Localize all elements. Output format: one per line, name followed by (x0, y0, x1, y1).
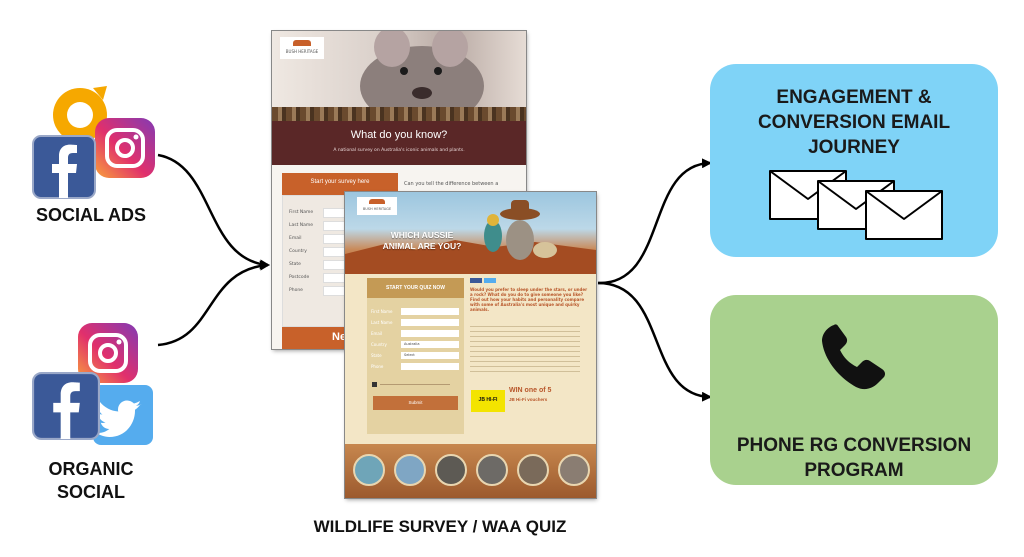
animal-portrait[interactable] (353, 454, 385, 486)
quiz-country-value: Australia (404, 342, 420, 346)
quiz-field-input[interactable] (401, 308, 459, 315)
quiz-field-input[interactable] (401, 319, 459, 326)
quiz-consent-checkbox[interactable] (372, 382, 377, 387)
survey-subheading: A national survey on Australia's iconic … (333, 148, 465, 153)
survey-banner: What do you know? A national survey on A… (272, 121, 526, 165)
quiz-logo: BUSH HERITAGE (357, 197, 397, 215)
quiz-field-row: Email (371, 330, 461, 339)
quiz-field-label: State (371, 353, 382, 358)
survey-logo: BUSH HERITAGE (280, 37, 324, 59)
quiz-field-label: First Name (371, 309, 393, 314)
survey-side-text: Can you tell the difference between a (404, 181, 499, 187)
phone-icon (822, 324, 886, 390)
center-caption: WILDLIFE SURVEY / WAA QUIZ (313, 517, 567, 536)
quiz-submit-button[interactable]: Submit (373, 396, 458, 410)
quiz-field-row: First Name (371, 308, 461, 317)
organic-social-label: ORGANIC SOCIAL (16, 458, 166, 504)
arrow-quiz-to-email (597, 158, 712, 285)
quiz-animal-strip (345, 444, 596, 498)
quiz-field-row: State Select (371, 352, 461, 361)
animal-portrait[interactable] (476, 454, 508, 486)
quiz-cta-bar: START YOUR QUIZ NOW (367, 278, 464, 298)
email-journey-box: ENGAGEMENT & CONVERSION EMAIL JOURNEY (710, 64, 998, 257)
facebook-icon (32, 135, 96, 199)
quiz-prize-title: WIN one of 5 (509, 387, 552, 394)
survey-hero: BUSH HERITAGE (272, 31, 526, 107)
quiz-submit-label: Submit (408, 400, 423, 405)
survey-logo-text: BUSH HERITAGE (285, 49, 319, 54)
quiz-field-input[interactable]: Australia (401, 341, 459, 348)
twitter-icon (93, 385, 153, 445)
phone-program-box: PHONE RG CONVERSION PROGRAM (710, 295, 998, 485)
email-title-line2: CONVERSION EMAIL (757, 112, 951, 133)
organic-social-icons (32, 322, 162, 447)
quiz-field-row: Phone (371, 363, 461, 372)
survey-field-label: Last Name (289, 223, 314, 228)
quiz-field-row: Country Australia (371, 341, 461, 350)
organic-social-label-line2: SOCIAL (56, 482, 125, 502)
quiz-prize-logo-text: JB HI-FI (478, 397, 498, 403)
refresh-logo-icon (53, 86, 107, 142)
email-journey-title: ENGAGEMENT & CONVERSION EMAIL JOURNEY (710, 85, 998, 160)
quiz-prize-sub: JB Hi-Fi vouchers (509, 397, 548, 402)
survey-strip (272, 107, 526, 121)
phone-title-line1: PHONE RG CONVERSION (736, 435, 972, 456)
envelope-icon (769, 170, 943, 240)
quiz-share-buttons (470, 278, 510, 284)
phone-program-title: PHONE RG CONVERSION PROGRAM (710, 433, 998, 483)
quiz-cta-text: START YOUR QUIZ NOW (386, 285, 445, 291)
animal-portrait[interactable] (435, 454, 467, 486)
survey-cta-box: Start your survey here (282, 173, 398, 195)
survey-field-label: Phone (289, 288, 303, 293)
instagram-icon (95, 118, 155, 178)
email-title-line1: ENGAGEMENT & (776, 87, 932, 108)
quiz-field-input[interactable] (401, 330, 459, 337)
quiz-heading-line1: WHICH AUSSIE (390, 230, 454, 240)
survey-field-label: Country (289, 249, 307, 254)
phone-title-line2: PROGRAM (804, 460, 904, 481)
quiz-field-input[interactable] (401, 363, 459, 370)
quiz-state-value: Select (404, 353, 415, 357)
facebook-icon (32, 372, 100, 440)
instagram-icon (78, 323, 138, 383)
animal-portrait[interactable] (558, 454, 590, 486)
quiz-logo-text: BUSH HERITAGE (362, 207, 392, 211)
arrow-organic-to-survey (157, 260, 270, 347)
quiz-field-label: Phone (371, 364, 384, 369)
social-ads-label: SOCIAL ADS (35, 205, 146, 225)
survey-heading: What do you know? (350, 129, 448, 141)
quiz-body-lines (470, 326, 580, 376)
quiz-heading: WHICH AUSSIE ANIMAL ARE YOU? (367, 230, 477, 252)
arrow-social-ads-to-survey (157, 153, 270, 270)
organic-social-label-line1: ORGANIC (48, 459, 134, 479)
email-title-line3: JOURNEY (808, 137, 900, 158)
survey-field-label: Email (289, 236, 302, 241)
quiz-field-label: Country (371, 342, 387, 347)
arrow-quiz-to-phone (597, 281, 712, 402)
survey-field-label: Postcode (289, 275, 310, 280)
survey-field-label: First Name (289, 210, 314, 215)
quiz-hero: BUSH HERITAGE WHICH AUSSIE ANIMAL ARE YO… (345, 192, 596, 274)
quiz-heading-line2: ANIMAL ARE YOU? (382, 241, 462, 251)
quiz-intro: Would you prefer to sleep under the star… (470, 287, 588, 312)
quiz-field-row: Last Name (371, 319, 461, 328)
quiz-field-label: Email (371, 331, 383, 336)
survey-field-label: State (289, 262, 301, 267)
quiz-field-label: Last Name (371, 320, 393, 325)
animal-portrait[interactable] (517, 454, 549, 486)
survey-cta-text: Start your survey here (310, 179, 370, 185)
quiz-prize-logo: JB HI-FI (471, 390, 505, 412)
quiz-field-input[interactable]: Select (401, 352, 459, 359)
social-ads-icons (32, 82, 162, 199)
quiz-hero-art (345, 200, 596, 274)
animal-portrait[interactable] (394, 454, 426, 486)
bandicoot-photo (360, 31, 484, 107)
waa-quiz-screenshot: BUSH HERITAGE WHICH AUSSIE ANIMAL ARE YO… (345, 192, 596, 498)
quiz-consent-line (380, 384, 450, 385)
survey-next-label: Ne (332, 331, 347, 343)
